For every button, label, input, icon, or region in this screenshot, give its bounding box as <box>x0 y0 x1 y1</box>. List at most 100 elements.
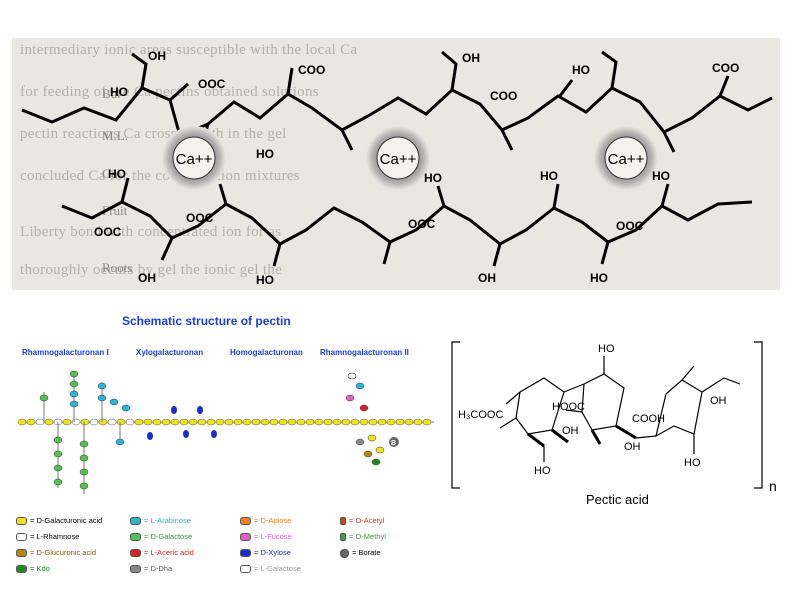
lower-chain <box>61 177 753 267</box>
pectic-acid-drawing: H₃COOC HOOC COOH HO OH OH HO HO OH <box>451 341 763 489</box>
carboxylate-label: OOC <box>186 211 214 225</box>
legend-label: = D-Galactose <box>144 532 193 541</box>
galacturonic-acid-residue <box>206 418 216 426</box>
galacturonic-acid-residue <box>242 418 252 426</box>
galacturonic-acid-residue <box>332 418 342 426</box>
right-bracket <box>754 341 763 489</box>
rhamnose-residue <box>89 418 99 426</box>
rhamnose-residue <box>125 418 135 426</box>
galacturonic-acid-residue <box>134 418 144 426</box>
borate-letter: B <box>391 440 396 447</box>
galacturonic-acid-residue <box>323 418 333 426</box>
xylose-residues <box>147 406 217 440</box>
calcium-ion: Ca++ <box>594 126 658 190</box>
egg-box-structure: HO OH OOC COO HO OH COO HO COO Ca++ Ca++… <box>21 49 773 287</box>
legend-label: = D-Glucuronic acid <box>30 548 97 557</box>
legend-item: = D-Galactose <box>130 532 193 542</box>
side-tag: Bul <box>102 86 121 101</box>
rg1-side-chains <box>39 370 131 494</box>
galacturonic-acid-residue <box>143 418 153 426</box>
hydroxyl-label: HO <box>590 271 608 285</box>
region-label-rg1: Rhamnogalacturonan I <box>22 348 109 357</box>
galacturonic-acid-residue <box>17 418 27 426</box>
hydroxyl-label: OH <box>710 395 727 407</box>
legend-item: = Kdo <box>16 564 50 574</box>
galacturonic-acid-residue <box>422 418 432 426</box>
legend-item: = L-Galactose <box>240 564 301 574</box>
galacturonic-acid-residue <box>386 418 396 426</box>
galacturonic-acid-residue <box>359 418 369 426</box>
hydroxyl-label: HO <box>110 85 128 99</box>
hydroxyl-label: OH <box>478 271 496 285</box>
galacturonic-acid-residue <box>251 418 261 426</box>
galacturonic-acid-residue <box>161 418 171 426</box>
side-tag: Roots <box>102 260 133 275</box>
hydroxyl-label: OH <box>562 425 579 437</box>
calcium-ion-label: Ca++ <box>176 151 213 168</box>
hydroxyl-label: HO <box>540 169 558 183</box>
legend-label: = D-Dha <box>144 564 173 573</box>
legend-item: = D-Glucuronic acid <box>16 548 97 558</box>
legend-item: = L-Fucose <box>240 532 292 542</box>
galacturonic-acid-residue <box>260 418 270 426</box>
galacturonic-acid-residue <box>80 418 90 426</box>
galacturonic-acid-residue <box>116 418 126 426</box>
galacturonic-acid-residue <box>44 418 54 426</box>
methyl-ester-label: H₃COOC <box>458 409 503 421</box>
legend-label: = Kdo <box>30 564 50 573</box>
galacturonic-acid-residue <box>152 418 162 426</box>
hydroxyl-label: OH <box>462 51 480 65</box>
legend-label: = L-Aceric acid <box>144 548 194 557</box>
galacturonic-acid-residue <box>170 418 180 426</box>
calcium-ion: Ca++ <box>162 126 226 190</box>
upper-chain <box>21 50 773 153</box>
galacturonic-acid-residue <box>233 418 243 426</box>
pectic-acid-structure: H₃COOC HOOC COOH HO OH OH HO HO OH n Pec… <box>448 338 788 598</box>
galacturonic-acid-residue <box>305 418 315 426</box>
galacturonic-acid-residue <box>62 418 72 426</box>
calcium-ion-label: Ca++ <box>380 151 417 168</box>
side-tag: Gel <box>102 166 121 181</box>
background-text-line: concluded Ca for the concentration mixtu… <box>20 168 300 184</box>
galacturonic-acid-residue <box>404 418 414 426</box>
galacturonic-acid-residue <box>287 418 297 426</box>
hydroxyl-label: HO <box>572 63 590 77</box>
carboxylate-label: COO <box>712 61 739 75</box>
galacturonic-acid-residue <box>188 418 198 426</box>
galacturonic-acid-residue <box>368 418 378 426</box>
hydroxyl-label: OH <box>624 441 641 453</box>
galacturonic-acid-residue <box>314 418 324 426</box>
galacturonic-acid-residue <box>98 418 108 426</box>
legend-item: = L-Rhamnose <box>16 532 80 542</box>
galacturonic-backbone <box>17 418 432 426</box>
egg-box-model-image: intermediary ionic areas susceptible wit… <box>12 38 780 290</box>
hydroxyl-label: HO <box>424 171 442 185</box>
hydroxyl-label: HO <box>652 169 670 183</box>
background-text-line: thoroughly occurs by gel the ionic gel t… <box>20 262 283 278</box>
galacturonic-acid-residue <box>179 418 189 426</box>
hydroxyl-label: HO <box>108 167 126 181</box>
galacturonic-acid-residue <box>413 418 423 426</box>
legend-label: = L-Rhamnose <box>30 532 80 541</box>
background-text-line: Liberty bond with concentrated ion for a… <box>20 224 282 240</box>
region-label-xylogalacturonan: Xylogalacturonan <box>136 348 204 357</box>
legend-item: = L-Aceric acid <box>130 548 194 558</box>
side-tag: Fruit <box>102 203 128 218</box>
background-text-line: pectin reactions Ca crossed with in the … <box>20 126 287 142</box>
galacturonic-acid-residue <box>341 418 351 426</box>
galacturonic-acid-residue <box>269 418 279 426</box>
legend-item: = Borate <box>340 548 381 558</box>
galacturonic-acid-residue <box>395 418 405 426</box>
hydroxyl-label: OH <box>148 49 166 63</box>
schematic-diagram: B <box>17 370 434 494</box>
hydroxyl-label: HO <box>256 147 274 161</box>
carboxylate-label: COO <box>490 89 517 103</box>
pectin-schematic: Schematic structure of pectin Rhamnogala… <box>14 310 444 592</box>
legend-label: = O-Acetyl <box>349 516 385 525</box>
carboxyl-label: COOH <box>632 413 665 425</box>
legend-label: = D-Apiose <box>254 516 292 525</box>
galacturonic-acid-residue <box>350 418 360 426</box>
rhamnose-residue <box>35 418 45 426</box>
legend-label: = L-Arabinose <box>144 516 191 525</box>
region-label-homogalacturonan: Homogalacturonan <box>230 348 303 357</box>
